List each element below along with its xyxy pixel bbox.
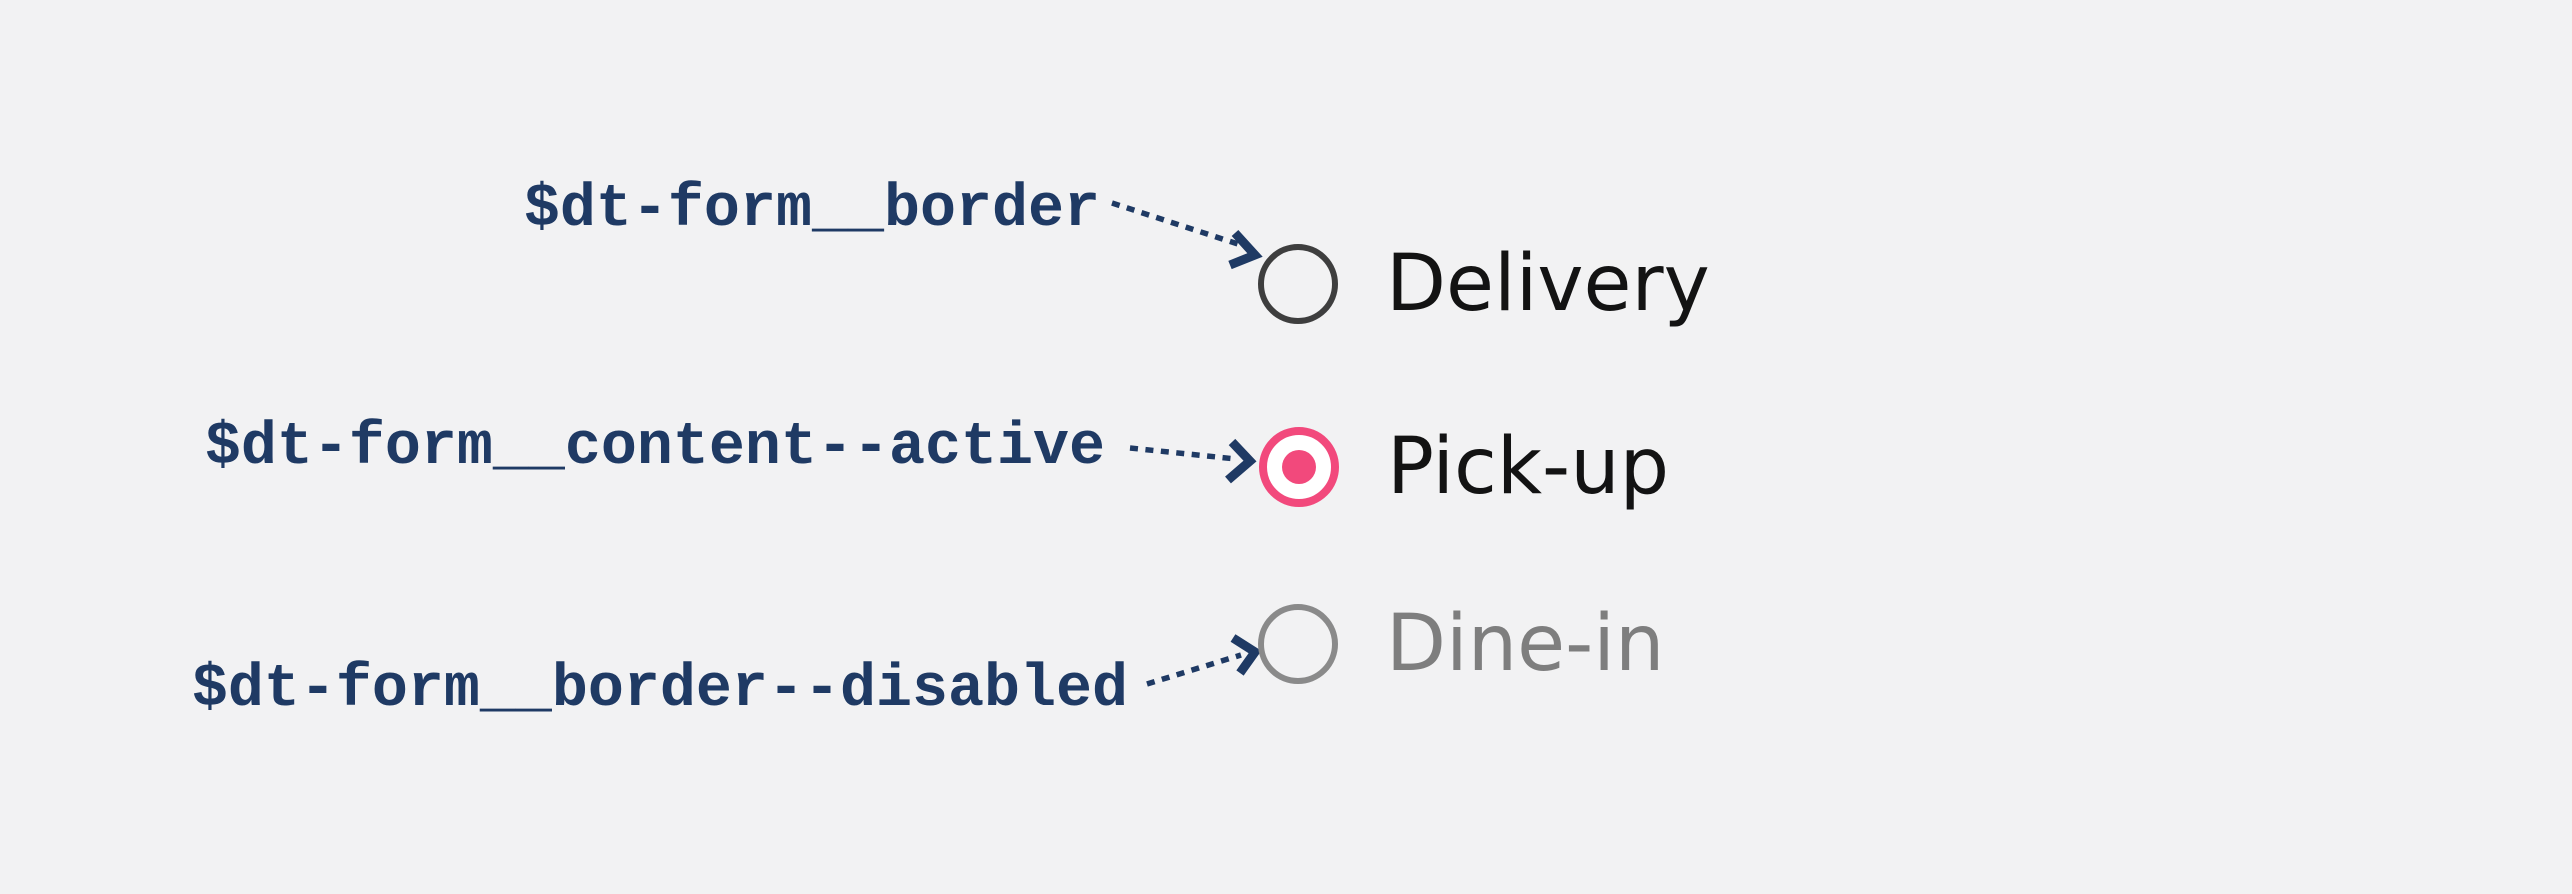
- annotation-arrow-border-disabled-icon: [1146, 634, 1262, 687]
- radio-option-dinein: Dine-in: [1258, 604, 1664, 684]
- radio-pickup[interactable]: [1259, 427, 1339, 507]
- radio-pickup-dot-icon: [1282, 450, 1316, 484]
- radio-delivery[interactable]: [1258, 244, 1338, 324]
- radio-dinein: [1258, 604, 1338, 684]
- token-label-border: $dt-form__border: [523, 176, 1100, 244]
- radio-option-delivery: Delivery: [1258, 244, 1710, 324]
- annotation-arrow-content-active-icon: [1129, 438, 1257, 484]
- token-label-border-disabled: $dt-form__border--disabled: [191, 656, 1128, 724]
- token-label-content-active: $dt-form__content--active: [204, 414, 1105, 482]
- radio-label-pickup[interactable]: Pick-up: [1387, 422, 1670, 512]
- radio-label-delivery[interactable]: Delivery: [1386, 239, 1710, 329]
- annotation-arrow-border-icon: [1111, 200, 1263, 270]
- radio-label-dinein: Dine-in: [1386, 599, 1665, 689]
- radio-option-pickup: Pick-up: [1259, 427, 1669, 507]
